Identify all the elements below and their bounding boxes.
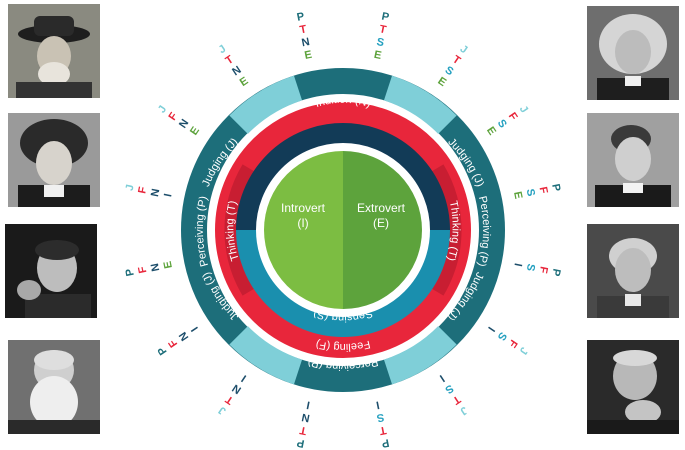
portrait-wild-hair-composer [8,113,100,207]
type-letter: E [162,260,175,270]
portrait-bearded-man [8,340,100,434]
type-letter: P [549,183,562,193]
introvert-extrovert-core: Introvert(I) Extrovert(E) [259,146,427,314]
type-letter: E [238,75,251,89]
type-letter: P [296,11,306,24]
type-letter: E [373,49,383,62]
portrait-composer-profile [587,113,679,207]
type-letter: P [296,436,306,449]
type-letter: P [381,436,391,449]
type-letter: I [189,324,201,333]
type-letter: T [298,424,307,437]
type-letter: F [537,186,550,195]
type-letter: E [511,191,524,201]
type-letter: I [306,398,311,410]
feeling-label-top: Feeling (F) [315,47,372,62]
type-letter: F [136,185,149,194]
portrait-3 [5,224,97,318]
type-letter: P [381,11,391,24]
type-letter: S [376,36,386,49]
type-letter: E [188,125,202,138]
type-letter: S [524,188,537,198]
type-letter: J [124,184,137,192]
type-letter: I [485,324,497,333]
portrait-2 [8,113,100,207]
type-letter: I [375,398,380,410]
perceiving-label-top: Perceiving (P) [307,26,380,43]
type-letter: I [162,193,174,198]
type-letter: E [484,125,498,138]
type-letter: P [124,268,137,278]
type-letter: N [149,188,162,198]
portrait-thinking-man [587,340,679,434]
portrait-8 [587,340,679,434]
type-letter: F [136,265,149,274]
type-letter: E [436,75,449,89]
portrait-classical-wig [587,224,679,318]
portrait-man-dark-background [5,224,97,318]
portrait-man-with-hat [8,4,100,98]
type-letter: T [299,23,308,36]
type-letter: I [511,262,523,267]
type-letter: E [304,49,314,62]
type-letter: S [524,263,537,273]
portrait-4 [8,340,100,434]
type-letter: F [537,265,550,274]
portrait-baroque-wig [587,6,679,100]
type-letter: I [239,372,248,384]
type-letter: I [437,372,446,384]
type-letter: N [149,262,162,272]
type-letter: S [376,411,386,424]
type-letter: T [378,424,387,437]
type-letter: T [378,23,387,36]
portrait-7 [587,224,679,318]
portrait-1 [8,4,100,98]
type-letter: P [549,268,562,278]
portrait-6 [587,113,679,207]
type-letter: N [301,411,311,424]
portrait-5 [587,6,679,100]
